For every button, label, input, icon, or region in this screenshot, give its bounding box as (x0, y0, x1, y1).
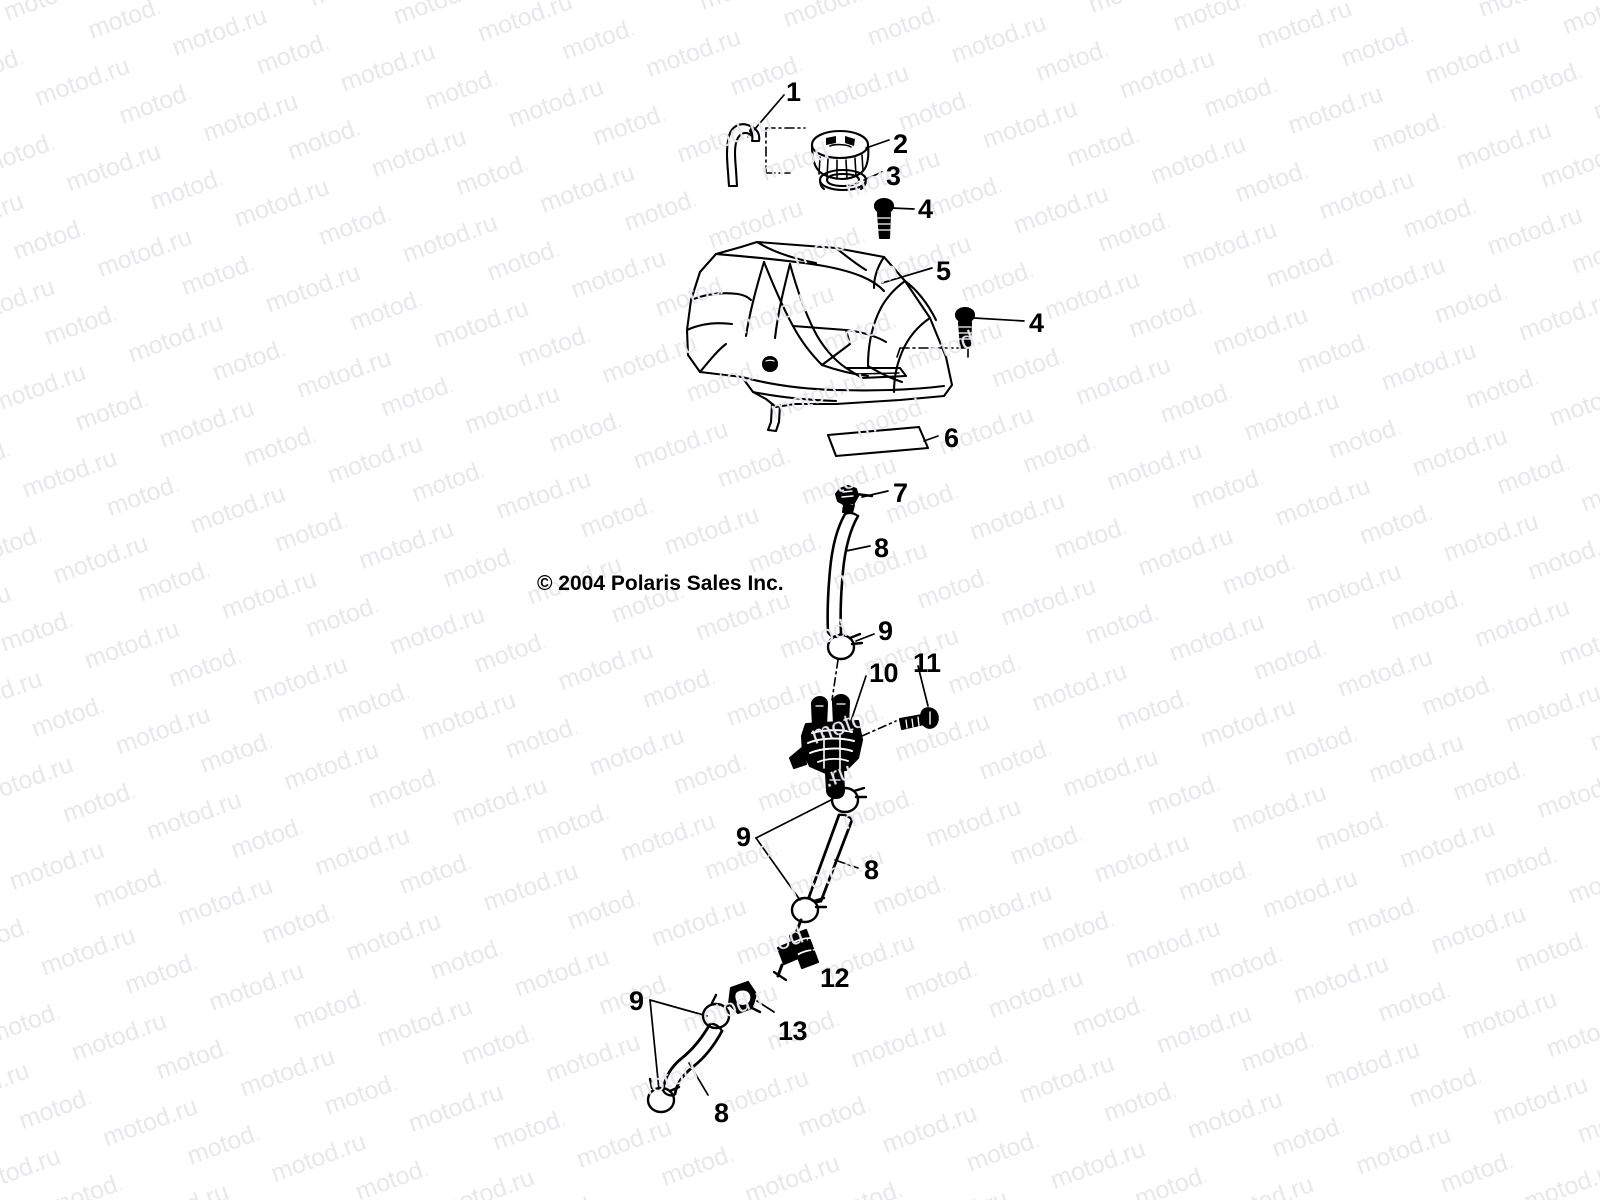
callout-8a: 8 (874, 533, 889, 563)
callout-11: 11 (913, 648, 941, 678)
callout-2: 2 (893, 129, 908, 159)
callout-3: 3 (886, 161, 901, 191)
callout-10: 10 (869, 658, 899, 688)
callout-5: 5 (936, 256, 951, 286)
copyright-notice: © 2004 Polaris Sales Inc. (537, 572, 784, 595)
callout-7: 7 (893, 478, 908, 508)
callout-9b: 9 (736, 822, 751, 852)
callout-12: 12 (820, 963, 850, 993)
callout-8b: 8 (864, 855, 879, 885)
callout-4b: 4 (1029, 308, 1044, 338)
callout-6: 6 (944, 423, 959, 453)
callout-1: 1 (786, 77, 801, 107)
callout-8c: 8 (714, 1098, 729, 1128)
callout-9c: 9 (629, 986, 644, 1016)
callout-4a: 4 (918, 194, 933, 224)
callout-9a: 9 (878, 616, 893, 646)
callout-13: 13 (778, 1016, 808, 1046)
